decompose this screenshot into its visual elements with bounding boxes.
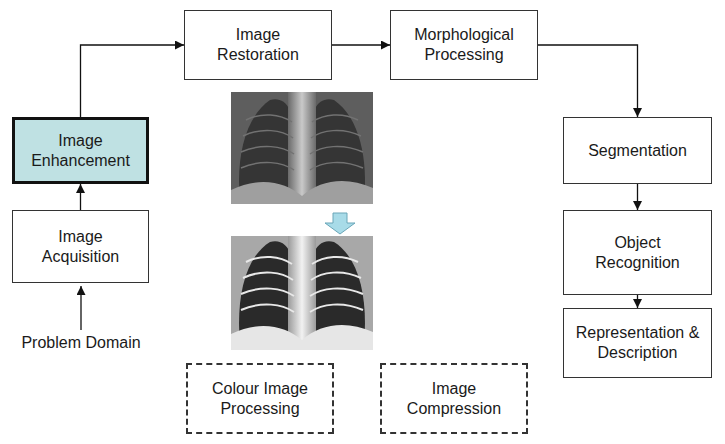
flow-arrow: [332, 44, 390, 45]
box-label: Object Recognition: [588, 233, 688, 273]
box-label: Segmentation: [588, 141, 687, 161]
optional-box: Image Compression: [380, 363, 528, 434]
highlighted-box: Image Enhancement: [12, 117, 149, 184]
box-label: Image Enhancement: [26, 131, 136, 171]
block-arrow: [325, 213, 355, 234]
box-label: Image Compression: [399, 379, 509, 419]
box-label: Image Acquisition: [31, 227, 131, 267]
input-arrow: [80, 286, 81, 330]
process-box: Object Recognition: [563, 210, 712, 295]
optional-box: Colour Image Processing: [186, 363, 334, 434]
box-label: Colour Image Processing: [203, 379, 318, 419]
flow-arrow: [81, 45, 185, 117]
box-label: Image Restoration: [206, 25, 311, 65]
process-box: Morphological Processing: [390, 10, 538, 80]
xray-enhanced: [231, 236, 373, 350]
flow-arrow: [538, 45, 638, 117]
xray-original: [231, 92, 373, 204]
box-label: Representation & Description: [573, 323, 703, 363]
flow-arrow: [637, 184, 638, 210]
process-box: Image Acquisition: [12, 210, 149, 283]
process-box: Image Restoration: [184, 10, 332, 80]
flow-arrow: [637, 295, 638, 308]
process-box: Segmentation: [563, 117, 712, 184]
flow-arrow: [80, 184, 81, 210]
process-box: Representation & Description: [563, 308, 712, 378]
input-label: Problem Domain: [6, 333, 156, 353]
box-label: Morphological Processing: [404, 25, 524, 65]
